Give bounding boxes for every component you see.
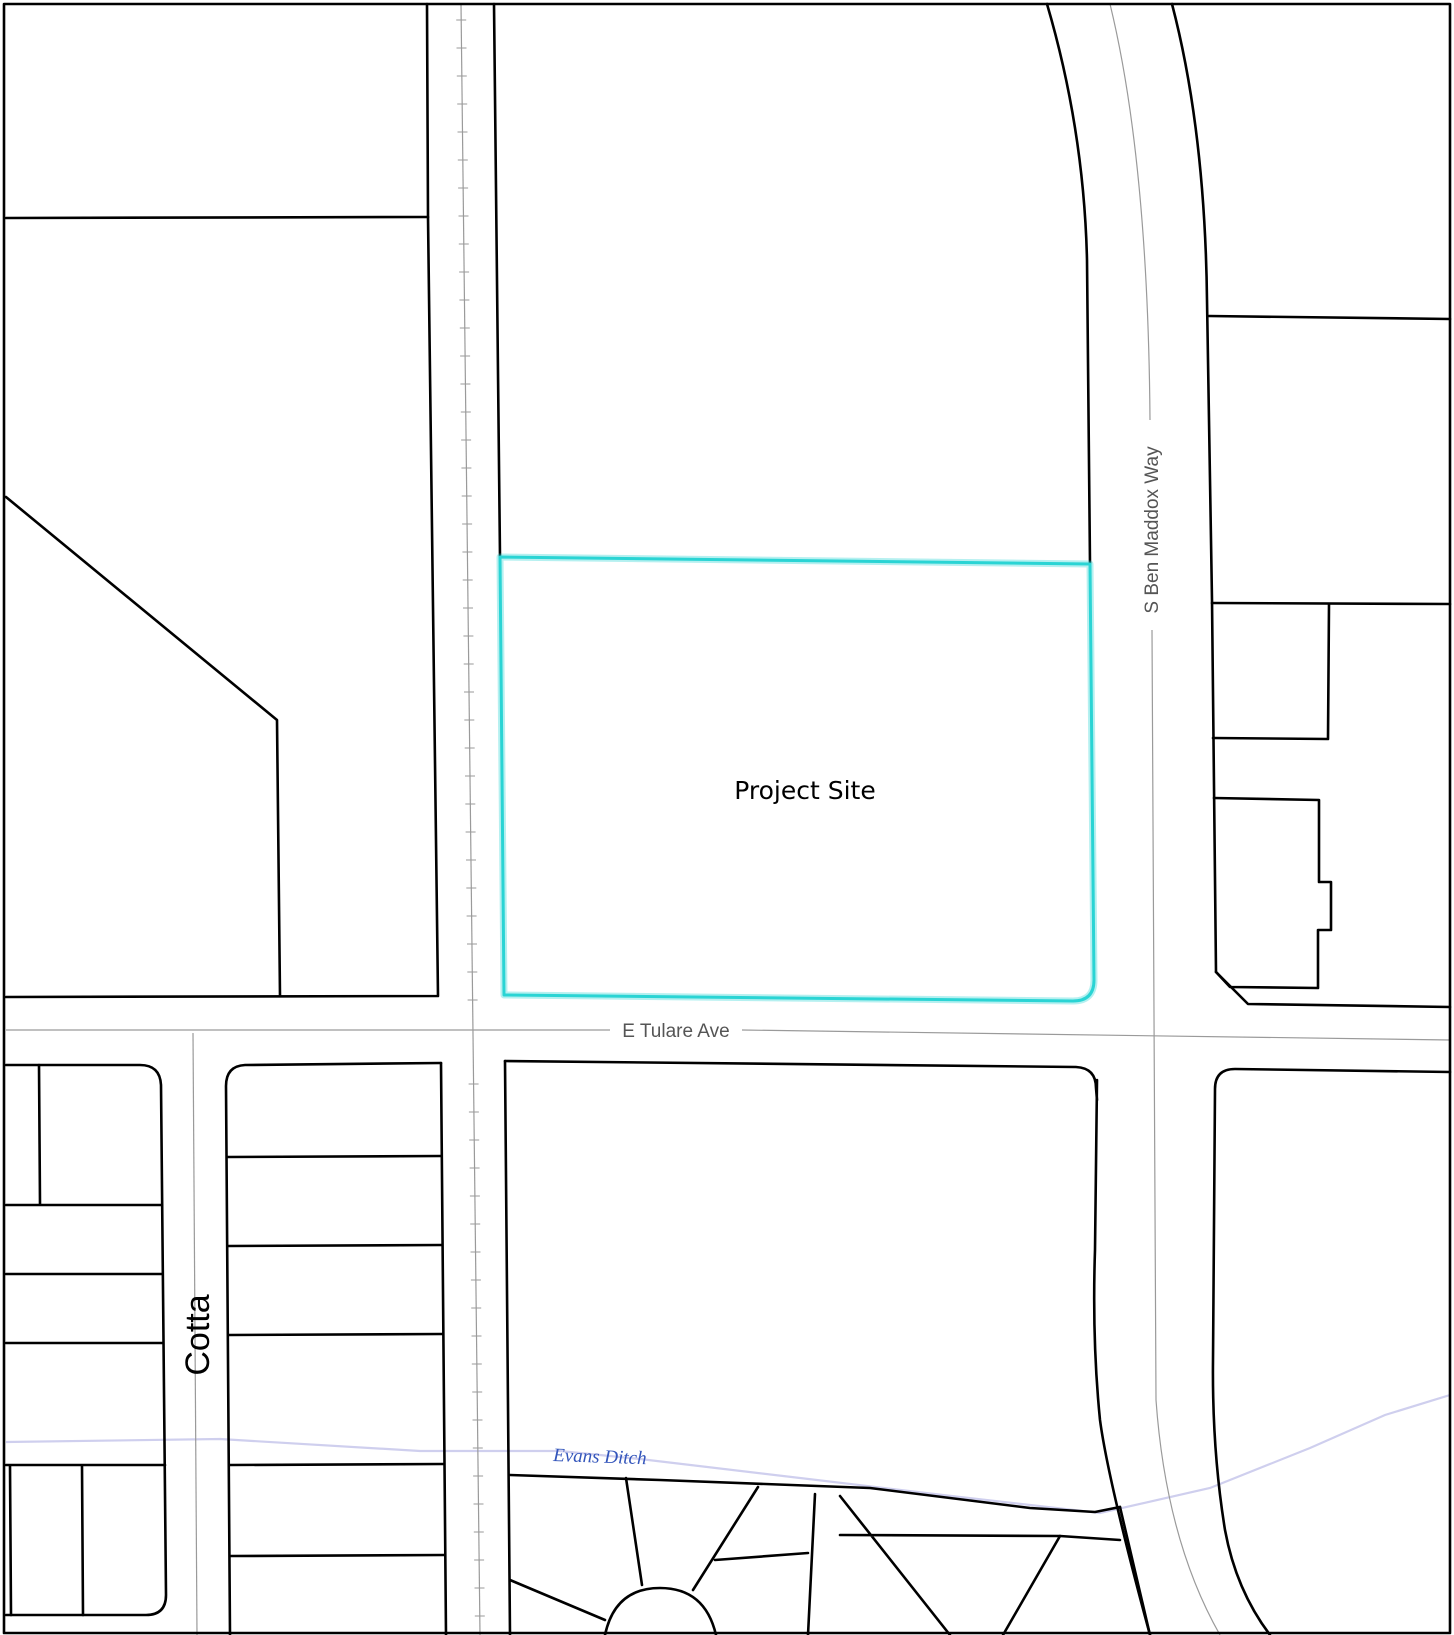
parcel-s-center-west (503, 1059, 512, 1635)
parcel-n-center-west (492, 2, 502, 559)
parcel-e-road-west-south (1092, 1078, 1152, 1635)
evans-ditch-label: Evans Ditch (552, 1445, 647, 1469)
parcel-rail-west-south (439, 1061, 448, 1635)
parcel-nw-main (4, 215, 440, 999)
cotta-street-label: Cotta (179, 1294, 217, 1375)
parcel-s-center-bottom (508, 1473, 1122, 1514)
parcel-e-small-2 (1212, 796, 1333, 990)
parcel-cotta-east-lots (225, 1154, 447, 1558)
parcel-e-1 (1207, 314, 1452, 321)
s-ben-maddox-way-label: S Ben Maddox Way (1142, 446, 1163, 614)
parcel-sw-lots (4, 1063, 167, 1617)
s-ben-maddox-way-centerline (1109, 3, 1221, 1635)
project-site-outline (498, 555, 1096, 1003)
e-tulare-ave-label: E Tulare Ave (622, 1021, 729, 1042)
parcel-n-center-east (1045, 2, 1092, 566)
parcel-subdivision-lots (624, 1476, 1062, 1635)
cotta-centerline (192, 1032, 198, 1635)
railroad-ticks (456, 19, 485, 1617)
parcel-cotta-east-block (224, 1061, 443, 1635)
e-tulare-ave-centerline (6, 1029, 1451, 1041)
parcel-subdivision-road (508, 1505, 1152, 1635)
parcel-sw-block (4, 1063, 168, 1617)
parcel-e-road-east (1170, 2, 1452, 1009)
parcel-nw-top (4, 2, 430, 220)
project-site-label: Project Site (734, 776, 875, 805)
parcel-e-2 (1210, 601, 1452, 606)
parcel-nw-angled (4, 495, 282, 998)
railroad-centerline (460, 3, 481, 1635)
parcel-cul-de-sac (603, 1586, 718, 1635)
parcel-e-small-1 (1211, 602, 1331, 741)
parcel-se (1211, 1067, 1452, 1635)
parcel-s-center (503, 1059, 1099, 1102)
evans-ditch-line (5, 1393, 1451, 1515)
